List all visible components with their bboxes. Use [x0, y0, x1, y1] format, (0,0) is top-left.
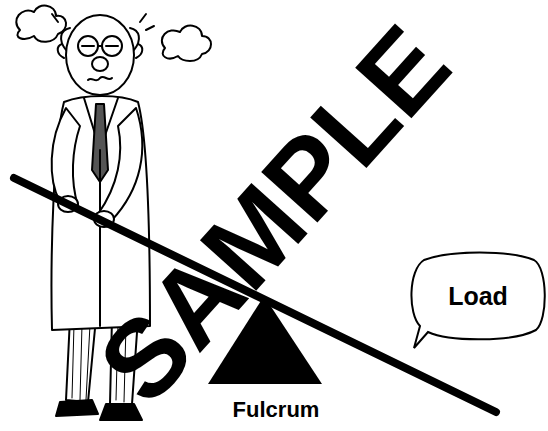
- closed-eye: [82, 45, 118, 47]
- shoe: [56, 400, 98, 416]
- part-name: Fulcrum: [233, 399, 320, 421]
- node-text: Load: [448, 282, 508, 311]
- shoe: [100, 404, 142, 420]
- steam-puff: [162, 26, 211, 61]
- coat-edge: [99, 150, 101, 326]
- nose: [92, 57, 108, 71]
- steam-puff: [16, 6, 66, 42]
- hair: [58, 28, 143, 58]
- bubble-shape: [411, 253, 544, 349]
- head: [66, 15, 134, 95]
- sweat-mark: [52, 14, 154, 30]
- mouth: [88, 77, 112, 80]
- arm: [98, 108, 142, 220]
- load-bubble: Load: [410, 252, 546, 340]
- arm: [52, 108, 80, 206]
